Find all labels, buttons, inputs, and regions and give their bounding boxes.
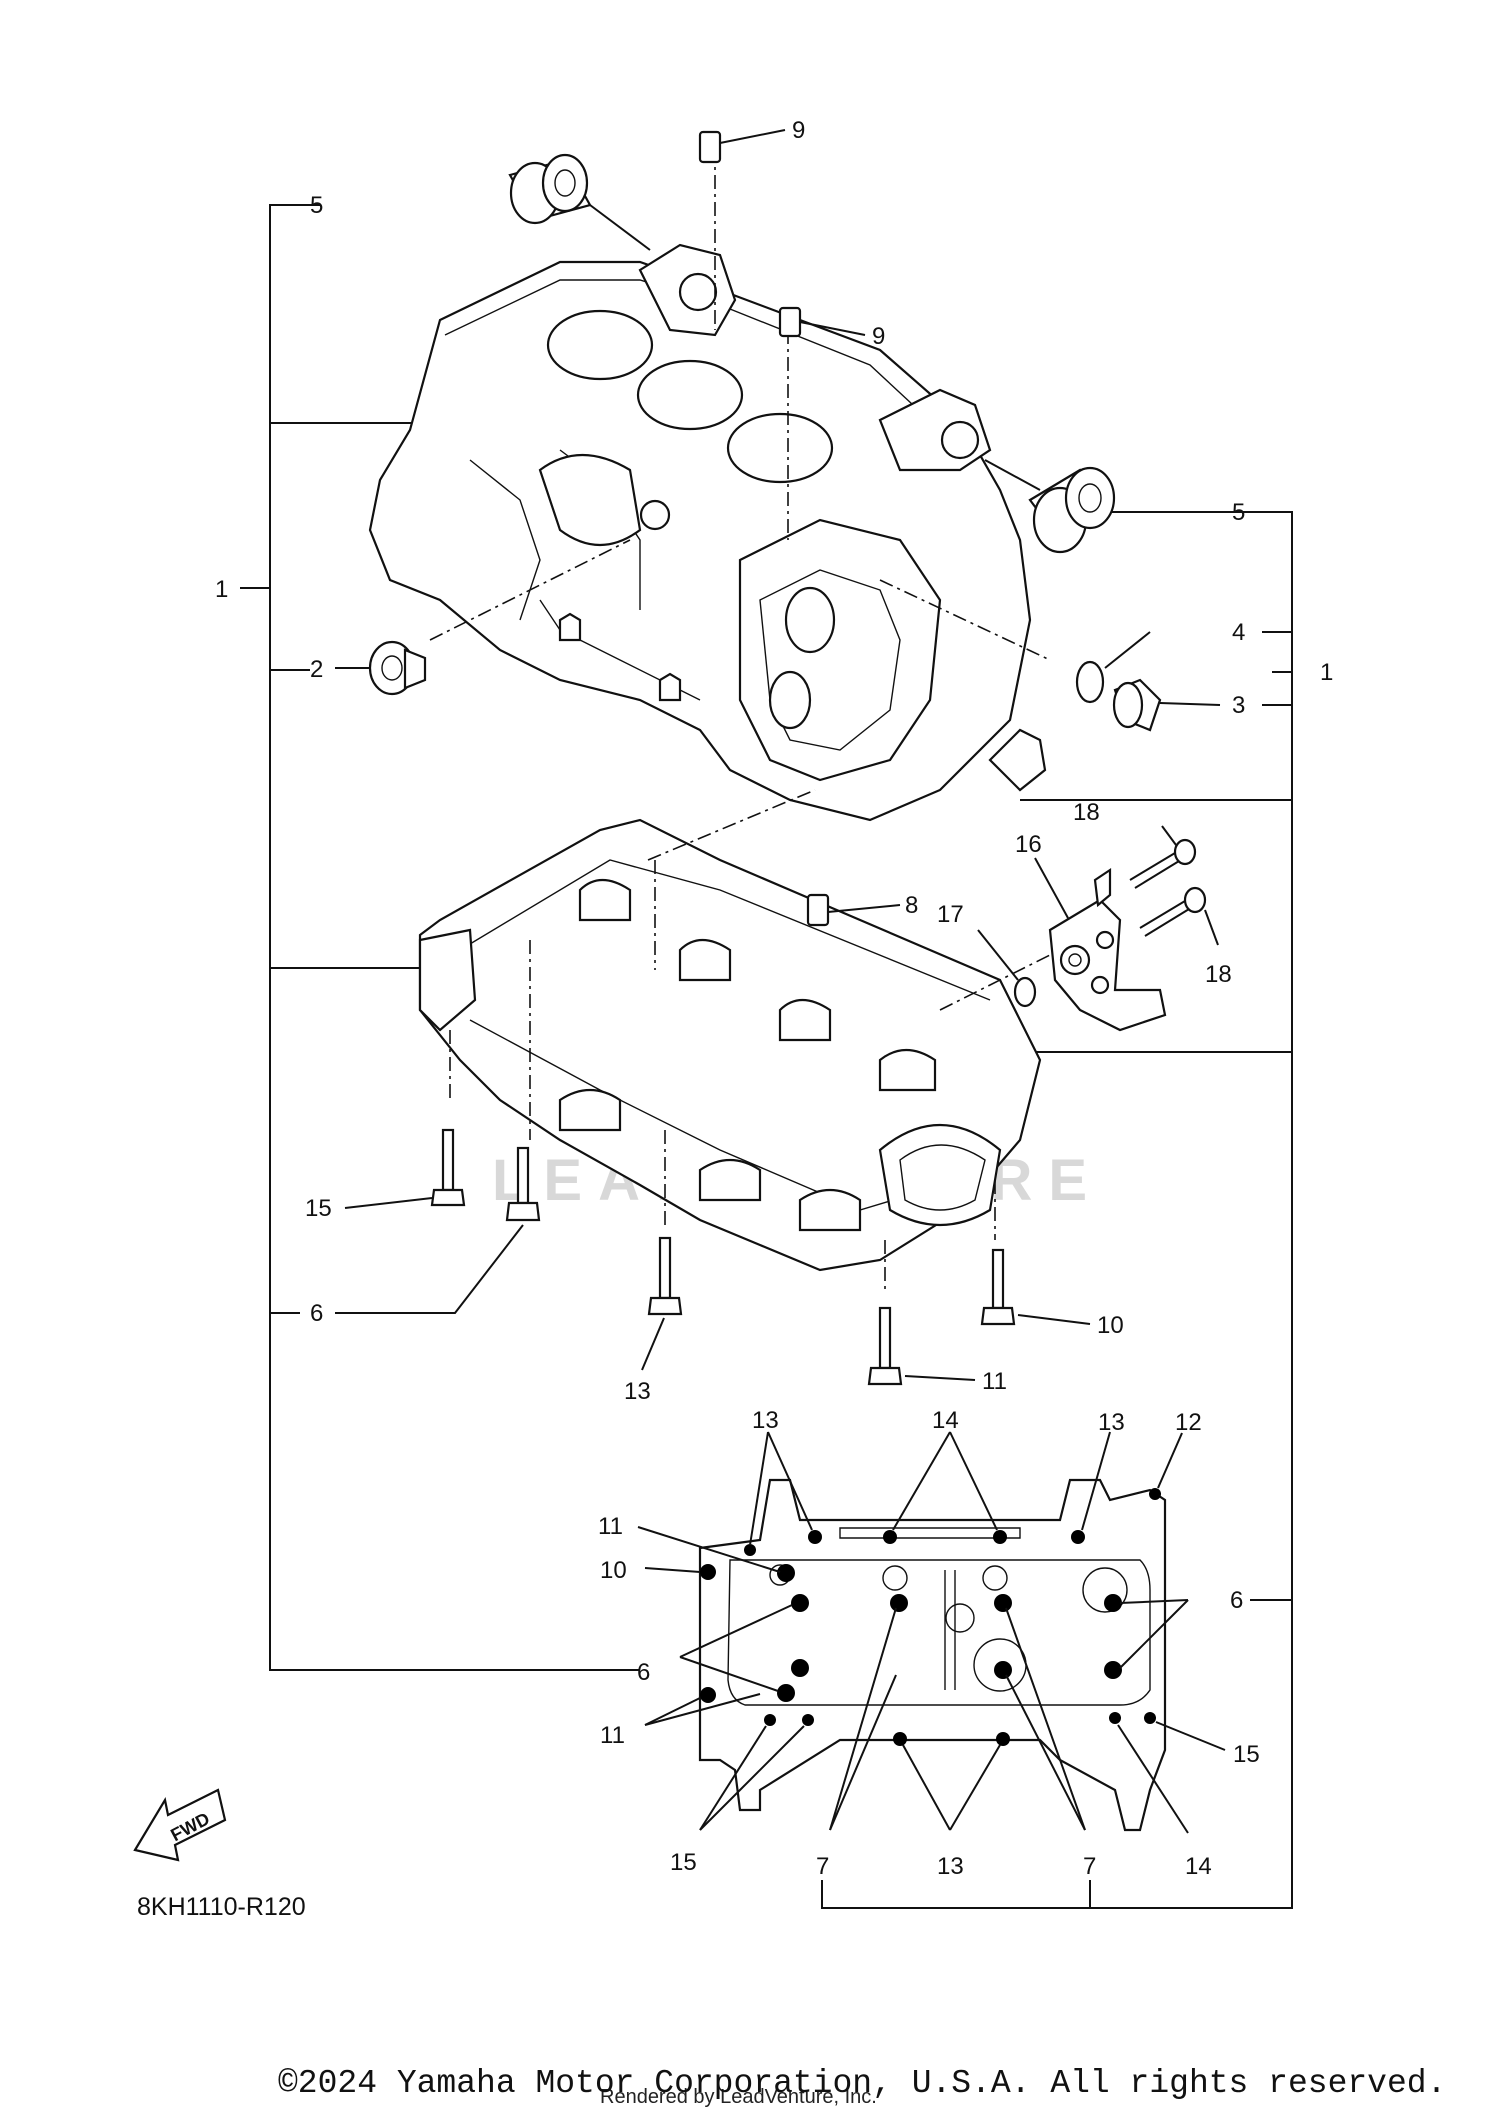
callout-8: 8	[905, 892, 918, 919]
callout-9-top: 9	[792, 117, 805, 144]
copyright-notice: ©2024 Yamaha Motor Corporation, U.S.A. A…	[278, 2065, 1446, 2102]
callout-16: 16	[1015, 831, 1042, 858]
callout-18-top: 18	[1073, 799, 1100, 826]
lower-crankcase	[418, 818, 1042, 1272]
callout-3: 3	[1232, 692, 1245, 719]
callout-labels: 1 1 2 3 4 5 5 6 6 6 7 7 8 9 9 10 10 11 1…	[215, 117, 1333, 1880]
callout-13-plan-left: 13	[752, 1407, 779, 1434]
dowel-pin-part-8	[806, 893, 901, 927]
assembly-bracket-lines	[240, 204, 1293, 1909]
o-ring-part-4	[1075, 631, 1151, 704]
upper-alignment-axes	[429, 148, 1051, 661]
callout-7-left: 7	[816, 1853, 829, 1880]
callout-5-top: 5	[310, 192, 323, 219]
callout-11-plan-top: 11	[598, 1513, 623, 1540]
o-ring-part-17	[977, 929, 1037, 1008]
bolt-pattern-plan-view	[698, 1478, 1167, 1832]
rendered-by-note: Rendered by LeadVenture, Inc.	[600, 2086, 877, 2108]
bolts-part-18	[1129, 825, 1219, 946]
diagram-code: 8KH1110-R120	[137, 1893, 306, 1921]
upper-crankcase	[368, 243, 1047, 822]
callout-17: 17	[937, 901, 964, 928]
bolt-part-13	[641, 1236, 683, 1371]
callout-4: 4	[1232, 619, 1245, 646]
callout-12: 12	[1175, 1409, 1202, 1436]
callout-13-plan-bottom: 13	[937, 1853, 964, 1880]
callout-7-right: 7	[1083, 1853, 1096, 1880]
callout-1-right: 1	[1320, 659, 1333, 686]
callout-14-top: 14	[932, 1407, 959, 1434]
bolt-part-10	[980, 1248, 1091, 1326]
callout-6-plan-left: 6	[637, 1659, 650, 1686]
callout-13-bolt: 13	[624, 1378, 651, 1405]
engine-mount-bushing-top	[508, 153, 651, 251]
callout-13-plan-right: 13	[1098, 1409, 1125, 1436]
callout-15-plan-right: 15	[1233, 1741, 1260, 1768]
dowel-pins	[698, 129, 866, 338]
lower-alignment-axes	[449, 789, 1061, 1290]
cap-part-3	[1112, 678, 1221, 732]
callout-11-plan-bottom: 11	[600, 1722, 625, 1749]
callout-14-bottom: 14	[1185, 1853, 1212, 1880]
bolt-part-15	[344, 1128, 466, 1209]
callout-9-mid: 9	[872, 323, 885, 350]
callout-15-plan-left: 15	[670, 1849, 697, 1876]
bolt-part-11	[867, 1306, 976, 1386]
bolt-positions	[700, 1488, 1161, 1746]
callout-6-plan-right: 6	[1230, 1587, 1243, 1614]
callout-10-bolt: 10	[1097, 1312, 1124, 1339]
engine-mount-bushing-right	[984, 459, 1116, 554]
plan-leader-lines	[637, 1431, 1226, 1834]
callout-6-left: 6	[310, 1300, 323, 1327]
sensor-bracket-part-16	[1034, 857, 1167, 1032]
callout-18-bottom: 18	[1205, 961, 1232, 988]
callout-1-left: 1	[215, 576, 228, 603]
callout-5-right: 5	[1232, 499, 1245, 526]
callout-15-bolt: 15	[305, 1195, 332, 1222]
callout-10-plan: 10	[600, 1557, 627, 1584]
plug-part-2	[335, 640, 427, 696]
bolt-part-6	[335, 1146, 541, 1314]
callout-11-bolt: 11	[982, 1368, 1007, 1395]
callout-2: 2	[310, 656, 323, 683]
fwd-arrow-icon: FWD	[133, 1788, 227, 1862]
